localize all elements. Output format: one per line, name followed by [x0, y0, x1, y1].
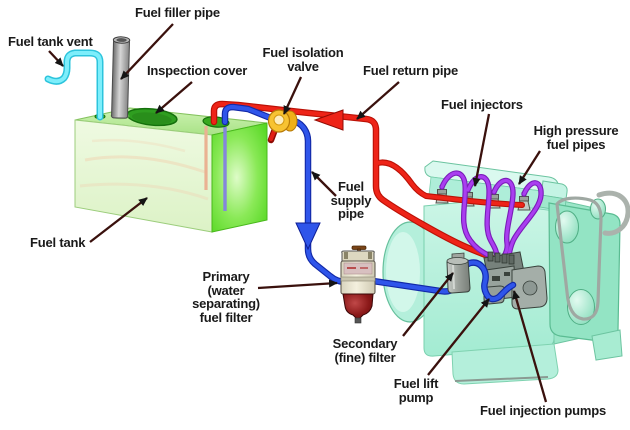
fuel-tank-graphic [74, 107, 268, 233]
label-fuel-supply-pipe: Fuel supply pipe [330, 179, 372, 221]
drive-belt [555, 196, 603, 321]
label-high-pressure-fuel-pipes: High pressure fuel pipes [533, 123, 619, 152]
pointer-fuel-tank [89, 197, 148, 243]
label-fuel-isolation-valve: Fuel isolation valve [262, 45, 344, 74]
head-rear-cap-top [540, 180, 568, 200]
fuel-return-pipe-graphic [210, 100, 525, 261]
return-flow-arrow [313, 109, 344, 131]
engine-foot-line [454, 376, 549, 382]
pointer-fuel-tank-vent [48, 50, 64, 67]
label-secondary-filter: Secondary (fine) filter [332, 336, 398, 365]
supply-flow-arrow [295, 222, 321, 251]
label-fuel-lift-pump: Fuel lift pump [393, 376, 439, 405]
pointer-fuel-filler-pipe [120, 23, 174, 80]
label-inspection-cover: Inspection cover [147, 63, 248, 78]
label-primary-fuel-filter: Primary (water separating) fuel filter [192, 269, 260, 325]
label-pointers [48, 23, 548, 403]
tank-texture-streak [91, 138, 186, 153]
tank-texture-streak [79, 182, 209, 201]
tank-texture-streak [84, 155, 206, 174]
engine-mount [591, 329, 623, 361]
high-pressure-pipes-graphic [439, 170, 544, 262]
label-fuel-filler-pipe: Fuel filler pipe [135, 5, 220, 20]
secondary-filter-graphic [446, 252, 471, 294]
exhaust-elbow [596, 190, 630, 236]
label-fuel-tank-vent: Fuel tank vent [8, 34, 93, 49]
fuel-tank-vent-pipe [44, 49, 104, 121]
fuel-isolation-valve-graphic [267, 109, 298, 144]
label-fuel-return-pipe: Fuel return pipe [363, 63, 459, 78]
label-fuel-injectors: Fuel injectors [441, 97, 523, 112]
pointer-primary-filter [257, 279, 338, 290]
pointer-secondary-filter [402, 272, 454, 337]
primary-fuel-filter-graphic [340, 245, 376, 324]
pointer-fuel-supply-pipe [311, 171, 337, 197]
crank-pulley-face [386, 232, 420, 312]
pointer-inspection-cover [155, 81, 193, 114]
pointer-high-pressure-pipes [518, 150, 541, 185]
pointer-fuel-injection-pumps [512, 290, 548, 403]
pointer-fuel-injectors [472, 113, 491, 187]
pointer-fuel-isolation-valve [282, 76, 303, 115]
label-fuel-tank: Fuel tank [30, 235, 86, 250]
label-fuel-injection-pumps: Fuel injection pumps [480, 403, 607, 418]
pointer-fuel-return-pipe [356, 81, 400, 120]
pointer-fuel-lift-pump [427, 298, 490, 376]
